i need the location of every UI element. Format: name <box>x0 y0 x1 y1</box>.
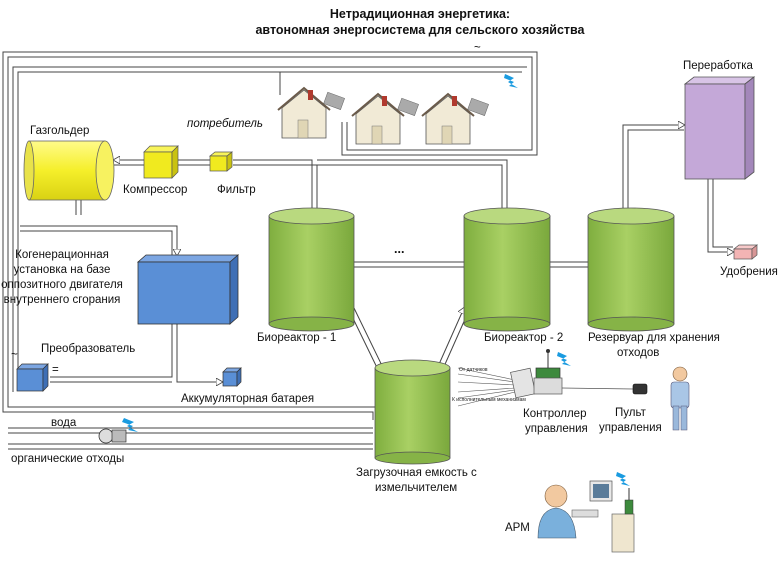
house-icon <box>421 92 489 145</box>
battery-label: Аккумуляторная батарея <box>181 393 314 405</box>
water-meter <box>98 418 138 444</box>
organic-waste-label: органические отходы <box>11 453 124 465</box>
loading-label-2: измельчителем <box>375 482 457 494</box>
bioreactor-2-label: Биореактор - 2 <box>484 332 563 344</box>
house-icon <box>277 86 345 139</box>
filter <box>209 151 233 172</box>
storage-label-2: отходов <box>617 347 659 359</box>
waste-storage-tank <box>587 207 675 332</box>
cogen-label-1: Когенерационная <box>15 249 109 261</box>
consumer-houses <box>277 74 518 145</box>
loading-tank <box>374 359 451 465</box>
gasholder <box>23 140 115 201</box>
controller <box>510 349 571 399</box>
workstation-person-icon <box>537 484 577 539</box>
title-line-1: Нетрадиционная энергетика: <box>330 7 510 21</box>
converter <box>16 363 49 392</box>
remote-label-1: Пульт <box>615 407 647 419</box>
compressor <box>143 145 179 179</box>
ac-symbol-converter: ~ <box>11 349 18 361</box>
controller-cable <box>561 387 634 390</box>
computer-icon <box>571 472 635 553</box>
cogen-label-3: оппозитного двигателя <box>1 279 123 291</box>
dots: ... <box>394 242 404 256</box>
controller-label-1: Контроллер <box>523 408 586 420</box>
remote-label-2: управления <box>599 422 662 434</box>
processing-unit <box>683 76 756 180</box>
fertilizer-box <box>733 244 758 260</box>
water-label: вода <box>51 417 77 429</box>
house-icon <box>351 92 419 145</box>
filter-label: Фильтр <box>217 184 256 196</box>
converter-label: Преобразователь <box>41 343 135 355</box>
lightning-icon <box>557 352 571 366</box>
operator-person-icon <box>670 366 690 431</box>
processing-label: Переработка <box>683 60 754 72</box>
remote-control <box>632 383 648 395</box>
loading-label-1: Загрузочная емкость с <box>356 467 477 479</box>
lightning-icon <box>504 74 518 88</box>
gasholder-label: Газгольдер <box>30 125 89 137</box>
sensor-lines <box>457 367 516 407</box>
sensors-label: От датчиков <box>459 367 488 373</box>
title-line-2: автономная энергосистема для сельского х… <box>255 23 585 37</box>
lightning-icon <box>616 472 630 486</box>
actuators-label: К исполнительным механизмам <box>452 397 526 403</box>
cogeneration-unit <box>136 254 240 325</box>
bioreactor-1-label: Биореактор - 1 <box>257 332 336 344</box>
fertilizer-label: Удобрения <box>720 266 778 278</box>
consumer-label: потребитель <box>187 118 263 130</box>
dc-symbol-converter: = <box>52 364 59 376</box>
bioreactor-2 <box>463 207 551 332</box>
ac-symbol-top: ~ <box>474 42 481 54</box>
controller-label-2: управления <box>525 423 588 435</box>
bioreactor-1 <box>268 207 355 332</box>
compressor-label: Компрессор <box>123 184 187 196</box>
cogen-label-4: внутреннего сгорания <box>4 294 121 306</box>
storage-label-1: Резервуар для хранения <box>588 332 720 344</box>
lightning-icon <box>122 418 138 432</box>
battery <box>222 367 242 387</box>
arm-label: АРМ <box>505 522 530 534</box>
cogen-label-2: установка на базе <box>14 264 111 276</box>
